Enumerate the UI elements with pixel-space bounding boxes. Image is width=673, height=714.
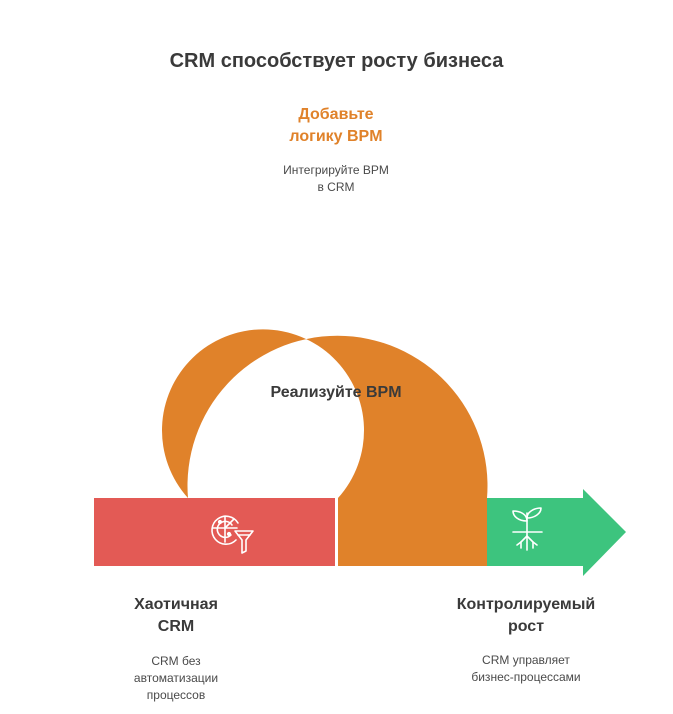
chaotic-crm-bar bbox=[94, 498, 335, 566]
bpm-stage-description: Интегрируйте BPM в CRM bbox=[236, 162, 436, 196]
bpm-desc-line1: Интегрируйте BPM bbox=[283, 163, 389, 177]
bpm-heading-line2: логику BPM bbox=[289, 128, 383, 145]
growth-heading-line2: рост bbox=[507, 618, 545, 635]
growth-stage-description: CRM управляет бизнес-процессами bbox=[441, 652, 611, 686]
chaotic-desc-line1: CRM без bbox=[151, 654, 201, 668]
chaotic-desc-line3: процессов bbox=[146, 688, 206, 702]
chaotic-stage-description: CRM без автоматизации процессов bbox=[106, 653, 246, 704]
controlled-growth-arrow bbox=[487, 489, 626, 576]
chaotic-heading-line2: CRM bbox=[157, 618, 195, 635]
growth-desc-line1: CRM управляет bbox=[482, 653, 570, 667]
gear-cycle-icon bbox=[335, 233, 373, 275]
growth-heading-line1: Контролируемый bbox=[456, 596, 596, 613]
sprout-icon bbox=[512, 507, 543, 551]
center-label: Реализуйте BPM bbox=[270, 384, 402, 401]
bpm-desc-line2: в CRM bbox=[317, 180, 355, 194]
bpm-loop-ring bbox=[162, 329, 488, 566]
bpm-heading-line1: Добавьте bbox=[298, 106, 374, 123]
page-title: CRM способствует росту бизнеса bbox=[169, 50, 504, 72]
radar-funnel-icon bbox=[211, 515, 254, 554]
chaotic-heading-line1: Хаотичная bbox=[134, 596, 218, 613]
chaotic-desc-line2: автоматизации bbox=[133, 671, 219, 685]
bpm-stage-heading: Добавьте логику BPM bbox=[236, 104, 436, 148]
growth-desc-line2: бизнес-процессами bbox=[471, 670, 581, 684]
growth-stage-heading: Контролируемый рост bbox=[426, 594, 626, 638]
chaotic-stage-heading: Хаотичная CRM bbox=[76, 594, 276, 638]
